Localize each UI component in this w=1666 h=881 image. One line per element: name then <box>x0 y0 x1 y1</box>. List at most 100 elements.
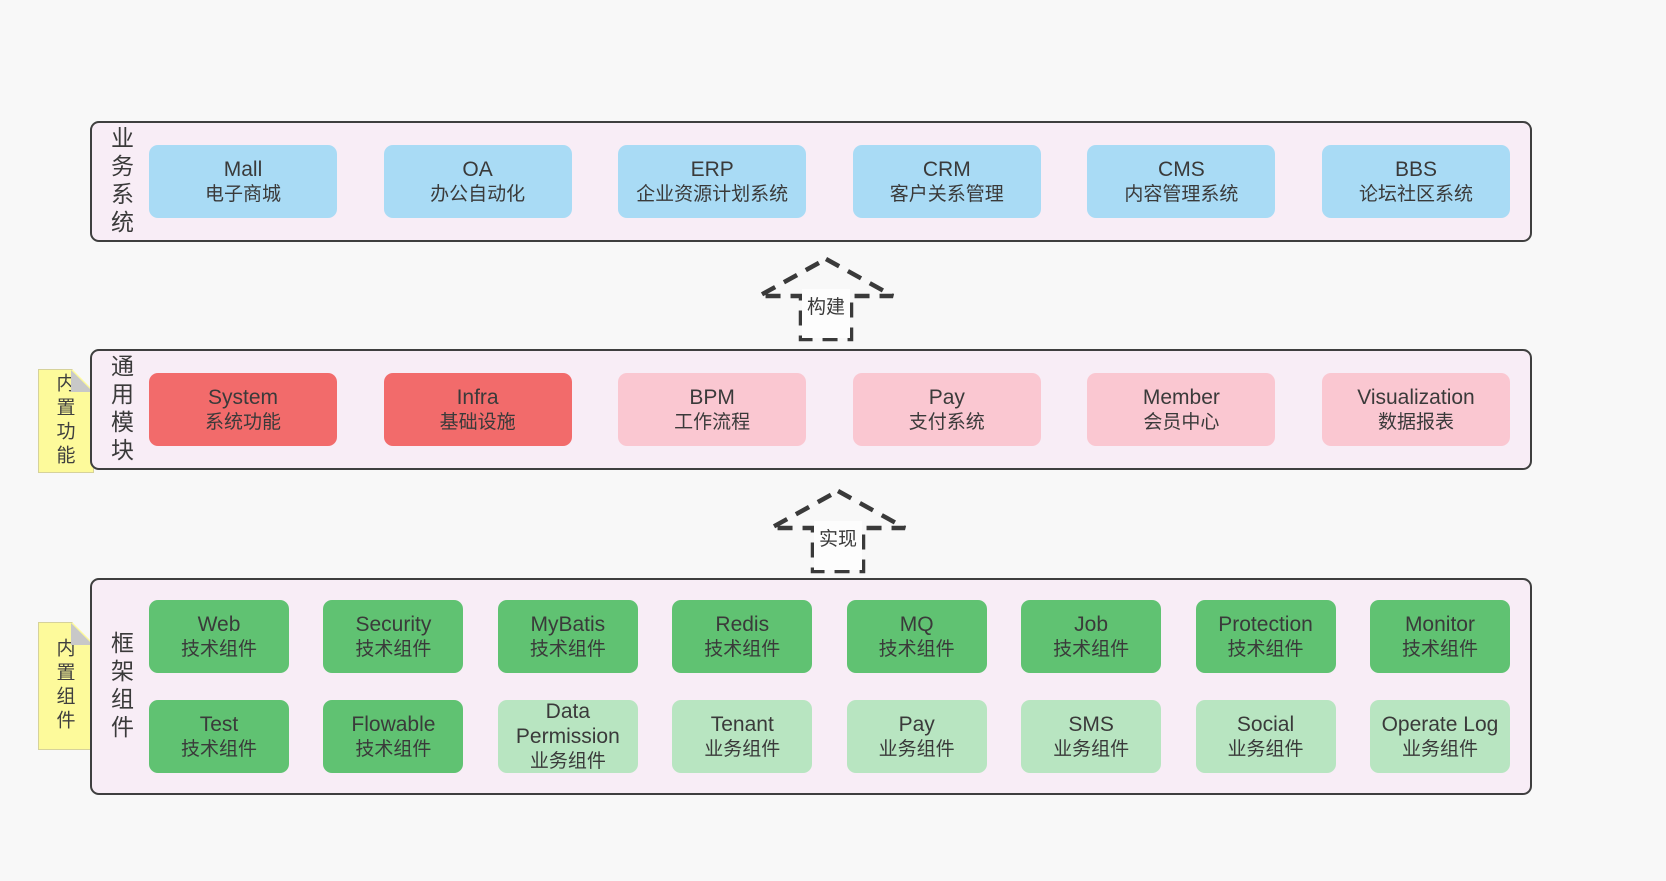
node-title: Security <box>355 612 432 636</box>
node-title: SMS <box>1068 712 1114 736</box>
node-subtitle: 技术组件 <box>1401 638 1478 660</box>
node-job: Job 技术组件 <box>1021 600 1162 673</box>
node-title: Infra <box>456 385 499 409</box>
node-title: BPM <box>689 385 735 409</box>
node-title: Member <box>1142 385 1220 409</box>
node-infra: Infra 基础设施 <box>383 373 572 446</box>
node-redis: Redis 技术组件 <box>672 600 813 673</box>
node-title: BBS <box>1394 157 1437 181</box>
panel-business-systems: 业务系统 Mall 电子商城 OA 办公自动化 ERP 企业资源计划系统 CRM… <box>90 121 1532 242</box>
node-title: CRM <box>922 157 971 181</box>
node-tenant: Tenant 业务组件 <box>672 700 813 773</box>
node-subtitle: 业务组件 <box>1053 738 1130 760</box>
node-subtitle: 基础设施 <box>439 411 516 433</box>
node-sms: SMS 业务组件 <box>1021 700 1162 773</box>
node-title: Redis <box>715 612 770 636</box>
node-title: Data Permission <box>515 700 620 748</box>
note-built-in-components: 内置组件 <box>38 622 94 750</box>
node-web: Web 技术组件 <box>149 600 289 673</box>
node-subtitle: 企业资源计划系统 <box>636 183 789 205</box>
node-subtitle: 技术组件 <box>1053 638 1130 660</box>
node-crm: CRM 客户关系管理 <box>852 145 1041 218</box>
node-subtitle: 技术组件 <box>355 638 432 660</box>
node-subtitle: 工作流程 <box>674 411 751 433</box>
component-row-2: Test 技术组件 Flowable 技术组件 Data Permission … <box>149 700 1510 773</box>
node-system: System 系统功能 <box>149 373 337 446</box>
up-arrow-icon <box>757 256 895 342</box>
node-bpm: BPM 工作流程 <box>618 373 807 446</box>
node-subtitle: 数据报表 <box>1377 411 1454 433</box>
node-title: Monitor <box>1404 612 1475 636</box>
node-test: Test 技术组件 <box>149 700 289 773</box>
node-protection: Protection 技术组件 <box>1195 600 1336 673</box>
node-cms: CMS 内容管理系统 <box>1087 145 1276 218</box>
node-title: Pay <box>928 385 965 409</box>
note-label: 内置组件 <box>53 638 75 734</box>
node-title: Social <box>1236 712 1295 736</box>
node-title: MyBatis <box>530 612 606 636</box>
node-visualization: Visualization 数据报表 <box>1321 373 1510 446</box>
node-social: Social 业务组件 <box>1195 700 1336 773</box>
arrow-build-label: 构建 <box>802 289 850 338</box>
node-subtitle: 业务组件 <box>1227 738 1304 760</box>
node-subtitle: 系统功能 <box>204 411 281 433</box>
node-subtitle: 业务组件 <box>529 751 606 772</box>
node-oa: OA 办公自动化 <box>383 145 572 218</box>
node-operate-log: Operate Log 业务组件 <box>1369 700 1510 773</box>
node-security: Security 技术组件 <box>323 600 464 673</box>
node-subtitle: 技术组件 <box>1227 638 1304 660</box>
node-subtitle: 技术组件 <box>704 638 781 660</box>
node-subtitle: 技术组件 <box>529 638 606 660</box>
node-subtitle: 技术组件 <box>878 638 955 660</box>
node-subtitle: 支付系统 <box>908 411 985 433</box>
node-title: MQ <box>899 612 934 636</box>
component-row-1: Web 技术组件 Security 技术组件 MyBatis 技术组件 Redi… <box>149 600 1510 673</box>
node-subtitle: 业务组件 <box>1401 738 1478 760</box>
node-subtitle: 内容管理系统 <box>1124 183 1239 205</box>
node-title: Protection <box>1218 612 1313 636</box>
arrow-implement-label: 实现 <box>814 521 862 570</box>
node-title: Mall <box>223 157 263 181</box>
node-subtitle: 办公自动化 <box>430 183 526 205</box>
node-title: Test <box>199 712 239 736</box>
panel-framework-components: 框架组件 Web 技术组件 Security 技术组件 MyBatis 技术组件… <box>90 578 1532 795</box>
up-arrow-icon <box>769 488 907 574</box>
node-title: Operate Log <box>1381 712 1499 736</box>
node-subtitle: 电子商城 <box>204 183 281 205</box>
node-member: Member 会员中心 <box>1087 373 1276 446</box>
arrow-build: 构建 <box>756 255 896 342</box>
node-title: OA <box>462 157 493 181</box>
node-subtitle: 论坛社区系统 <box>1358 183 1473 205</box>
node-pay-system: Pay 支付系统 <box>852 373 1041 446</box>
panel-side-label: 框架组件 <box>107 630 134 743</box>
panel-side-label: 业务系统 <box>107 125 134 238</box>
node-mq: MQ 技术组件 <box>846 600 987 673</box>
module-boxes: System 系统功能 Infra 基础设施 BPM 工作流程 Pay 支付系统… <box>149 351 1530 468</box>
node-title: ERP <box>690 157 734 181</box>
business-boxes: Mall 电子商城 OA 办公自动化 ERP 企业资源计划系统 CRM 客户关系… <box>149 123 1530 240</box>
node-title: Pay <box>898 712 935 736</box>
node-title: Visualization <box>1357 385 1475 409</box>
node-bbs: BBS 论坛社区系统 <box>1321 145 1510 218</box>
note-built-in-features: 内置功能 <box>38 369 94 473</box>
node-subtitle: 客户关系管理 <box>889 183 1004 205</box>
node-title: Flowable <box>351 712 436 736</box>
node-subtitle: 业务组件 <box>878 738 955 760</box>
arrow-implement: 实现 <box>768 487 908 574</box>
node-title: Web <box>197 612 241 636</box>
node-subtitle: 技术组件 <box>180 638 257 660</box>
node-title: CMS <box>1158 157 1205 181</box>
node-monitor: Monitor 技术组件 <box>1369 600 1510 673</box>
node-flowable: Flowable 技术组件 <box>323 700 464 773</box>
node-mall: Mall 电子商城 <box>149 145 337 218</box>
panel-side-label: 通用模块 <box>107 353 134 466</box>
node-subtitle: 业务组件 <box>704 738 781 760</box>
node-erp: ERP 企业资源计划系统 <box>618 145 807 218</box>
node-subtitle: 技术组件 <box>355 738 432 760</box>
node-subtitle: 会员中心 <box>1143 411 1220 433</box>
node-data-permission: Data Permission 业务组件 <box>497 700 638 773</box>
node-subtitle: 技术组件 <box>180 738 257 760</box>
note-label: 内置功能 <box>53 373 75 469</box>
node-title: Tenant <box>710 712 774 736</box>
